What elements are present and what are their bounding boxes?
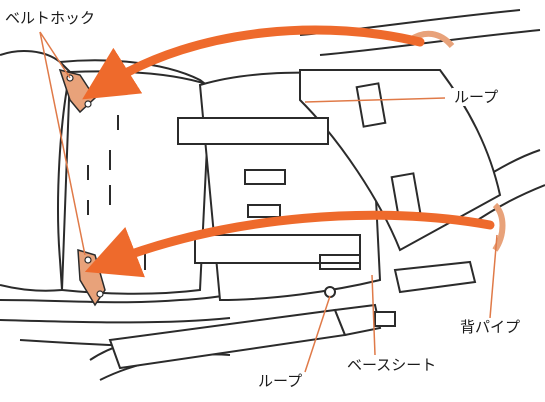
base-sheet — [177, 69, 502, 302]
belt-hook-top — [58, 68, 96, 114]
label-belt-hook: ベルトホック — [3, 9, 98, 27]
label-back-pipe: 背パイプ — [458, 318, 523, 336]
label-base-sheet: ベースシート — [345, 356, 439, 374]
label-loop-bottom: ループ — [256, 372, 305, 390]
leader-lines — [39, 31, 498, 373]
upper-arrow — [82, 25, 425, 100]
lower-arrow — [84, 210, 495, 278]
lower-pipe — [108, 286, 396, 370]
label-loop-top: ループ — [452, 88, 501, 106]
